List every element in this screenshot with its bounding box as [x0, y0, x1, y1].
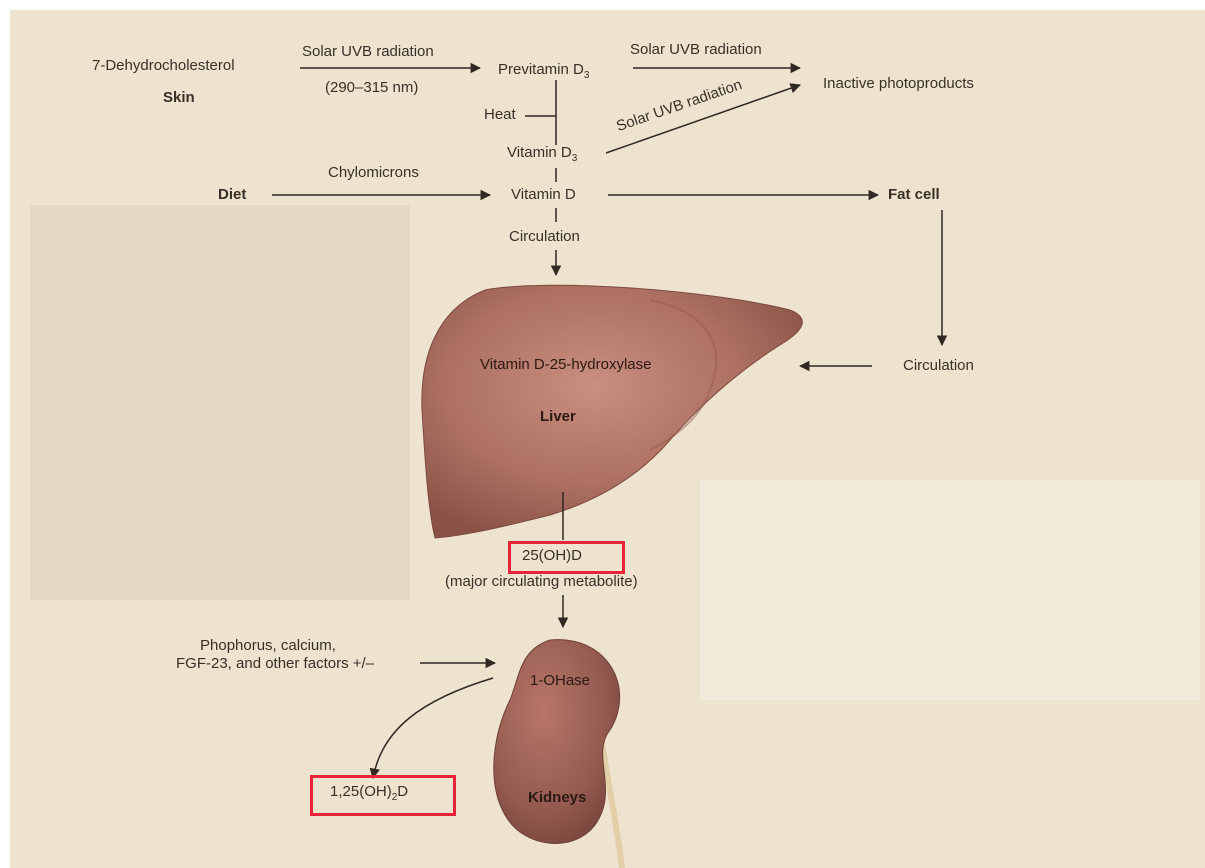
- factors-label-line2: FGF-23, and other factors +/–: [176, 655, 374, 673]
- factors-label-line1: Phophorus, calcium,: [200, 637, 336, 655]
- metabolite-25-label: 25(OH)D: [522, 547, 582, 565]
- vitamin-d3-subscript: 3: [572, 153, 578, 164]
- hydroxylase-label: Vitamin D-25-hydroxylase: [480, 356, 651, 374]
- previtamin-text: Previtamin D: [498, 61, 584, 78]
- circulation-label-1: Circulation: [509, 228, 580, 246]
- pathway-arrows: [10, 10, 1205, 868]
- diet-label: Diet: [218, 186, 246, 204]
- uvb-radiation-label-2: Solar UVB radiation: [630, 41, 762, 59]
- fat-cell-label: Fat cell: [888, 186, 940, 204]
- uvb-wavelength-label: (290–315 nm): [325, 79, 418, 97]
- circulation-label-2: Circulation: [903, 357, 974, 375]
- vitamin-d3-text: Vitamin D: [507, 144, 572, 161]
- dehydrocholesterol-label: 7-Dehydrocholesterol: [92, 57, 235, 75]
- kidneys-label: Kidneys: [528, 789, 586, 807]
- ohase-label: 1-OHase: [530, 672, 590, 690]
- uvb-radiation-label-1: Solar UVB radiation: [302, 43, 434, 61]
- liver-label: Liver: [540, 408, 576, 426]
- liver-shape: [422, 285, 803, 538]
- heat-label: Heat: [484, 106, 516, 124]
- vitamin-d-label: Vitamin D: [511, 186, 576, 204]
- previtamin-subscript: 3: [584, 70, 590, 81]
- metabolite-description-label: (major circulating metabolite): [445, 573, 638, 591]
- skin-label: Skin: [163, 89, 195, 107]
- vitamin-d3-label: Vitamin D3: [507, 144, 577, 168]
- diagram-canvas: 7-Dehydrocholesterol Skin Solar UVB radi…: [10, 10, 1205, 868]
- calcitriol-text-pre: 1,25(OH): [330, 783, 392, 800]
- chylomicrons-label: Chylomicrons: [328, 164, 419, 182]
- calcitriol-label: 1,25(OH)2D: [330, 783, 408, 807]
- calcitriol-text-post: D: [397, 783, 408, 800]
- inactive-photoproducts-label: Inactive photoproducts: [823, 75, 974, 93]
- kidney-shape: [494, 640, 620, 844]
- previtamin-d3-label: Previtamin D3: [498, 61, 589, 85]
